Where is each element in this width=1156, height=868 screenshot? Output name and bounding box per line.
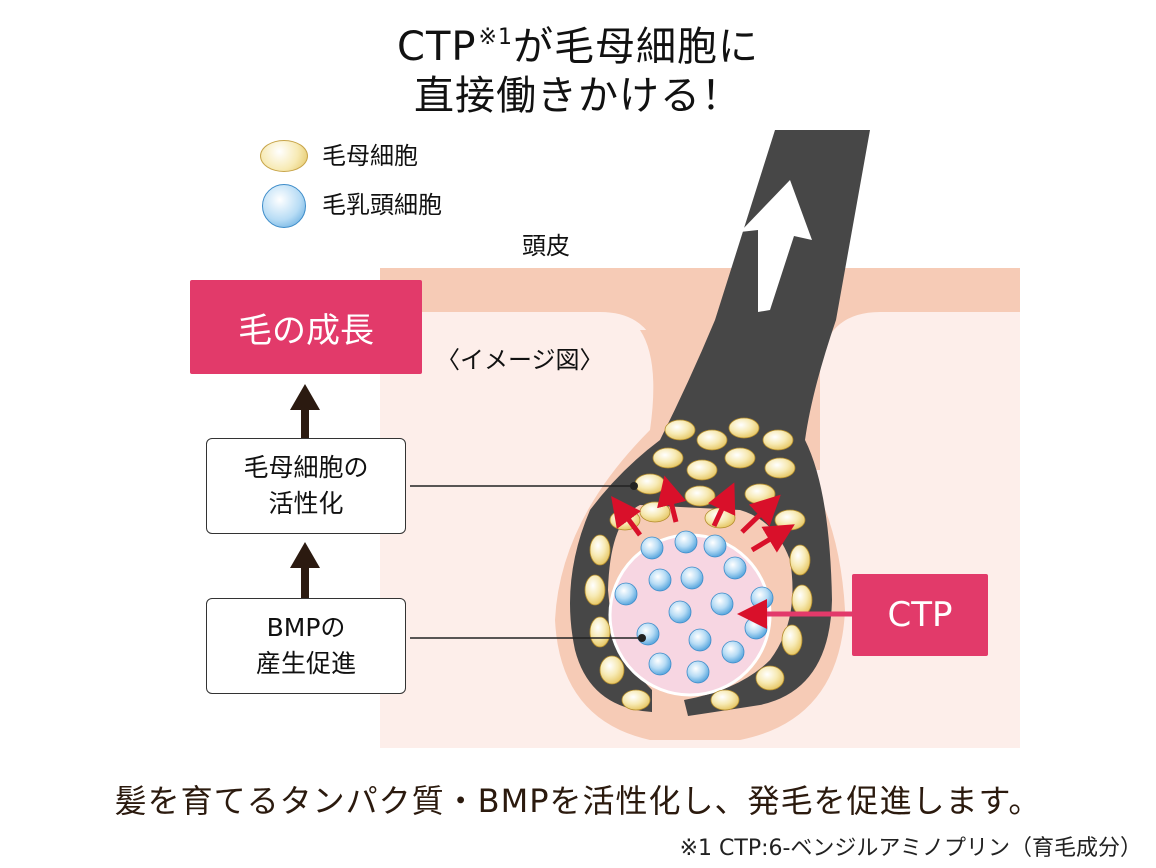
- legend-matrix-label: 毛母細胞: [322, 142, 418, 170]
- matrix-activation-line-1: 毛母細胞の: [243, 453, 369, 482]
- legend-papilla-label: 毛乳頭細胞: [322, 191, 442, 219]
- activation-arrows: [611, 475, 795, 553]
- legend-papilla-cell-icon: [262, 184, 306, 228]
- flow-arrows: [290, 384, 320, 600]
- title-line-2: 直接働きかける！: [414, 73, 742, 119]
- bmp-production-line-1: BMPの: [266, 613, 346, 642]
- title-ctp: CTP: [397, 24, 477, 70]
- matrix-activation-line-2: 活性化: [268, 489, 344, 518]
- leader-dot-matrix: [630, 482, 638, 490]
- legend-matrix-cell-icon: [260, 140, 308, 172]
- hair-matrix-cells: [584, 417, 813, 711]
- up-arrow-icon: [740, 180, 812, 312]
- bmp-production-line-2: 産生促進: [255, 649, 356, 678]
- title-line-1: CTP※1が毛母細胞に: [0, 14, 1156, 71]
- footnote-text: ※1 CTP:6-ベンジルアミノプリン（育毛成分）: [679, 836, 1142, 861]
- ctp-box: CTP: [852, 574, 988, 656]
- hair-growth-box: 毛の成長: [190, 280, 422, 374]
- image-note-label: 〈イメージ図〉: [436, 346, 604, 374]
- scalp-label: 頭皮: [522, 232, 570, 260]
- title-note-mark: ※1: [478, 25, 513, 50]
- dermal-papilla-cells: [614, 530, 774, 684]
- title-rest: が毛母細胞に: [512, 24, 759, 70]
- bmp-production-box: BMPの 産生促進: [206, 598, 406, 694]
- caption-text: 髪を育てるタンパク質・BMPを活性化し、発毛を促進します。: [114, 782, 1042, 820]
- leader-dot-papilla: [638, 634, 646, 642]
- matrix-activation-box: 毛母細胞の 活性化: [206, 438, 406, 534]
